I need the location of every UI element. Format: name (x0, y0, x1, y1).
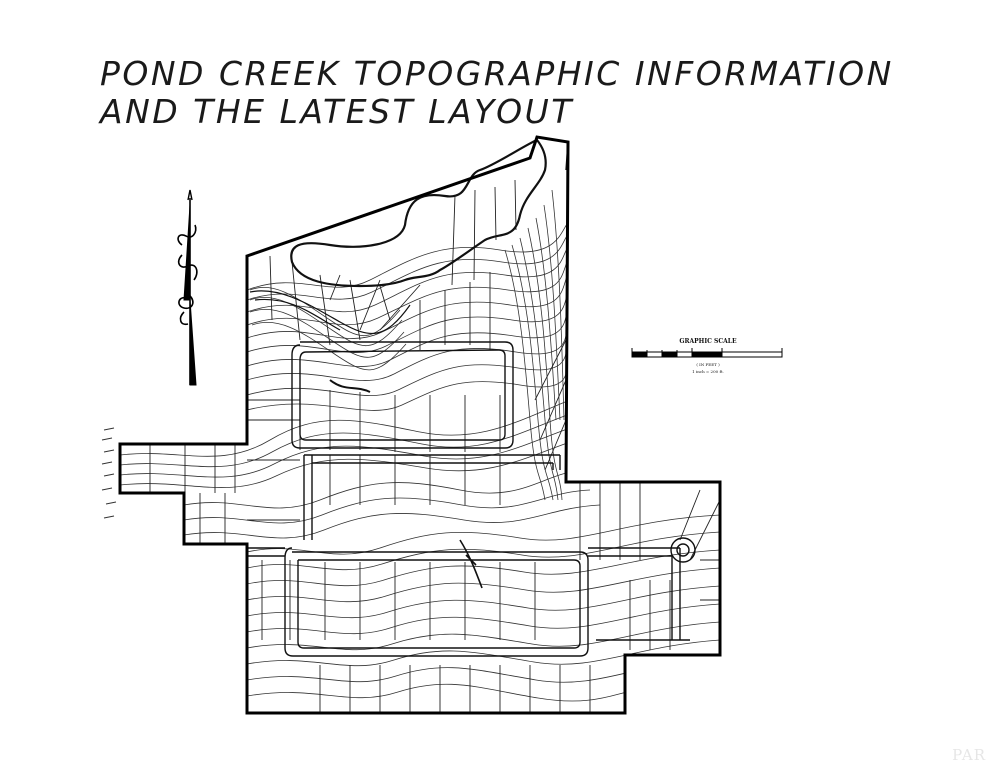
lot-lines (149, 179, 721, 712)
scale-units: ( IN FEET ) (696, 362, 720, 367)
graphic-scale: GRAPHIC SCALE ( IN FEET ) 1 inch = 200 f… (631, 338, 783, 374)
map-title-line-1: POND CREEK TOPOGRAPHIC INFORMATION (100, 54, 894, 93)
scale-ratio: 1 inch = 200 ft. (692, 369, 724, 374)
watermark-logo: PAR (952, 746, 986, 764)
map-title-line-2: AND THE LATEST LAYOUT (100, 92, 574, 131)
road-network (247, 341, 696, 657)
west-edge-marks (101, 427, 117, 519)
scale-label: GRAPHIC SCALE (679, 338, 737, 345)
property-boundary (118, 135, 722, 715)
north-arrow-icon (177, 189, 198, 386)
